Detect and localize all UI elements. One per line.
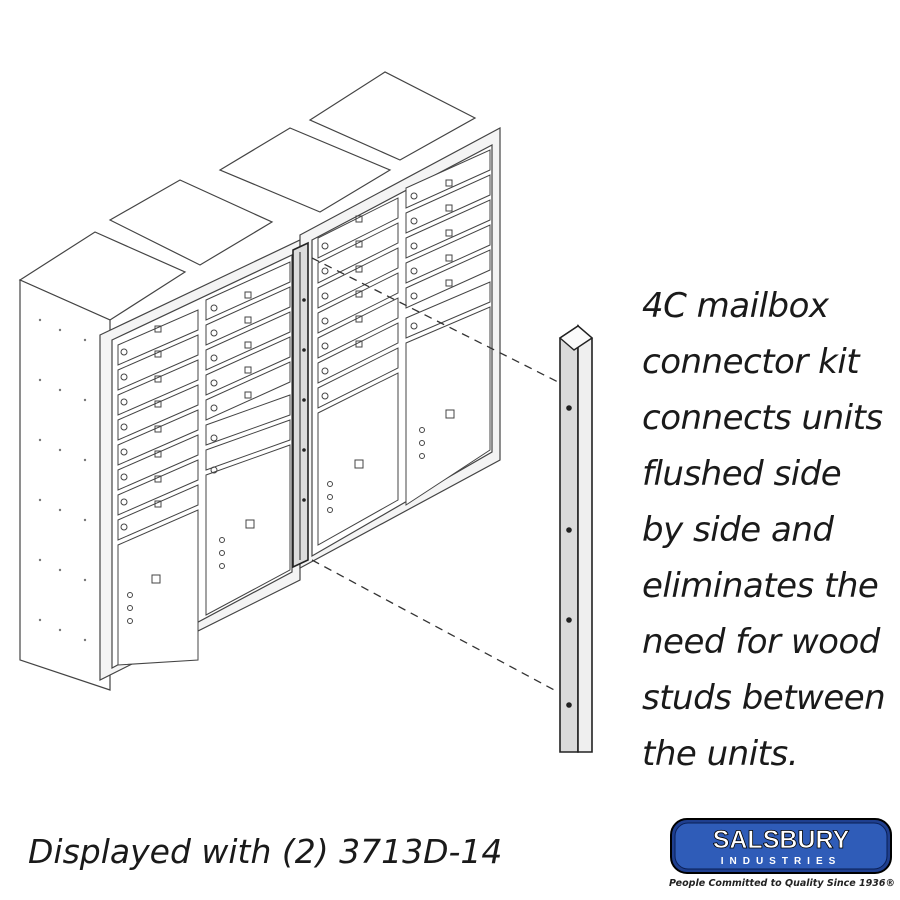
logo-badge: SALSBURY INDUSTRIES	[670, 818, 892, 874]
description-line: need for wood	[642, 622, 880, 662]
product-description: 4C mailbox connector kit connects units …	[642, 278, 892, 782]
connector-bar-illustration	[558, 324, 594, 753]
logo-sub: INDUSTRIES	[721, 856, 842, 867]
right-unit-locks-b	[410, 179, 455, 459]
left-unit-doors-a	[117, 309, 199, 666]
description-line: the units.	[642, 734, 799, 774]
installed-connector	[292, 241, 309, 569]
display-caption: Displayed with (2) 3713D-14	[28, 832, 503, 871]
right-unit-doors-b	[405, 149, 491, 506]
description-line: flushed side	[642, 454, 842, 494]
right-unit-locks-a	[321, 215, 364, 513]
left-unit-side-holes	[38, 318, 87, 642]
description-line: connects units	[642, 398, 883, 438]
description-line: studs between	[642, 678, 886, 718]
description-line: connector kit	[642, 342, 860, 382]
description-line: eliminates the	[642, 566, 879, 606]
description-line: by side and	[642, 510, 834, 550]
logo-tagline: People Committed to Quality Since 1936®	[668, 878, 896, 889]
right-unit-doors-a	[317, 197, 399, 546]
left-unit-locks-a	[120, 325, 162, 624]
logo-name: SALSBURY	[713, 826, 850, 854]
description-line: 4C mailbox	[642, 286, 829, 326]
guide-lines	[311, 257, 559, 693]
salsbury-logo: SALSBURY INDUSTRIES People Committed to …	[668, 818, 896, 898]
left-unit-doors-b	[205, 261, 291, 616]
left-unit-locks-b	[210, 291, 255, 569]
